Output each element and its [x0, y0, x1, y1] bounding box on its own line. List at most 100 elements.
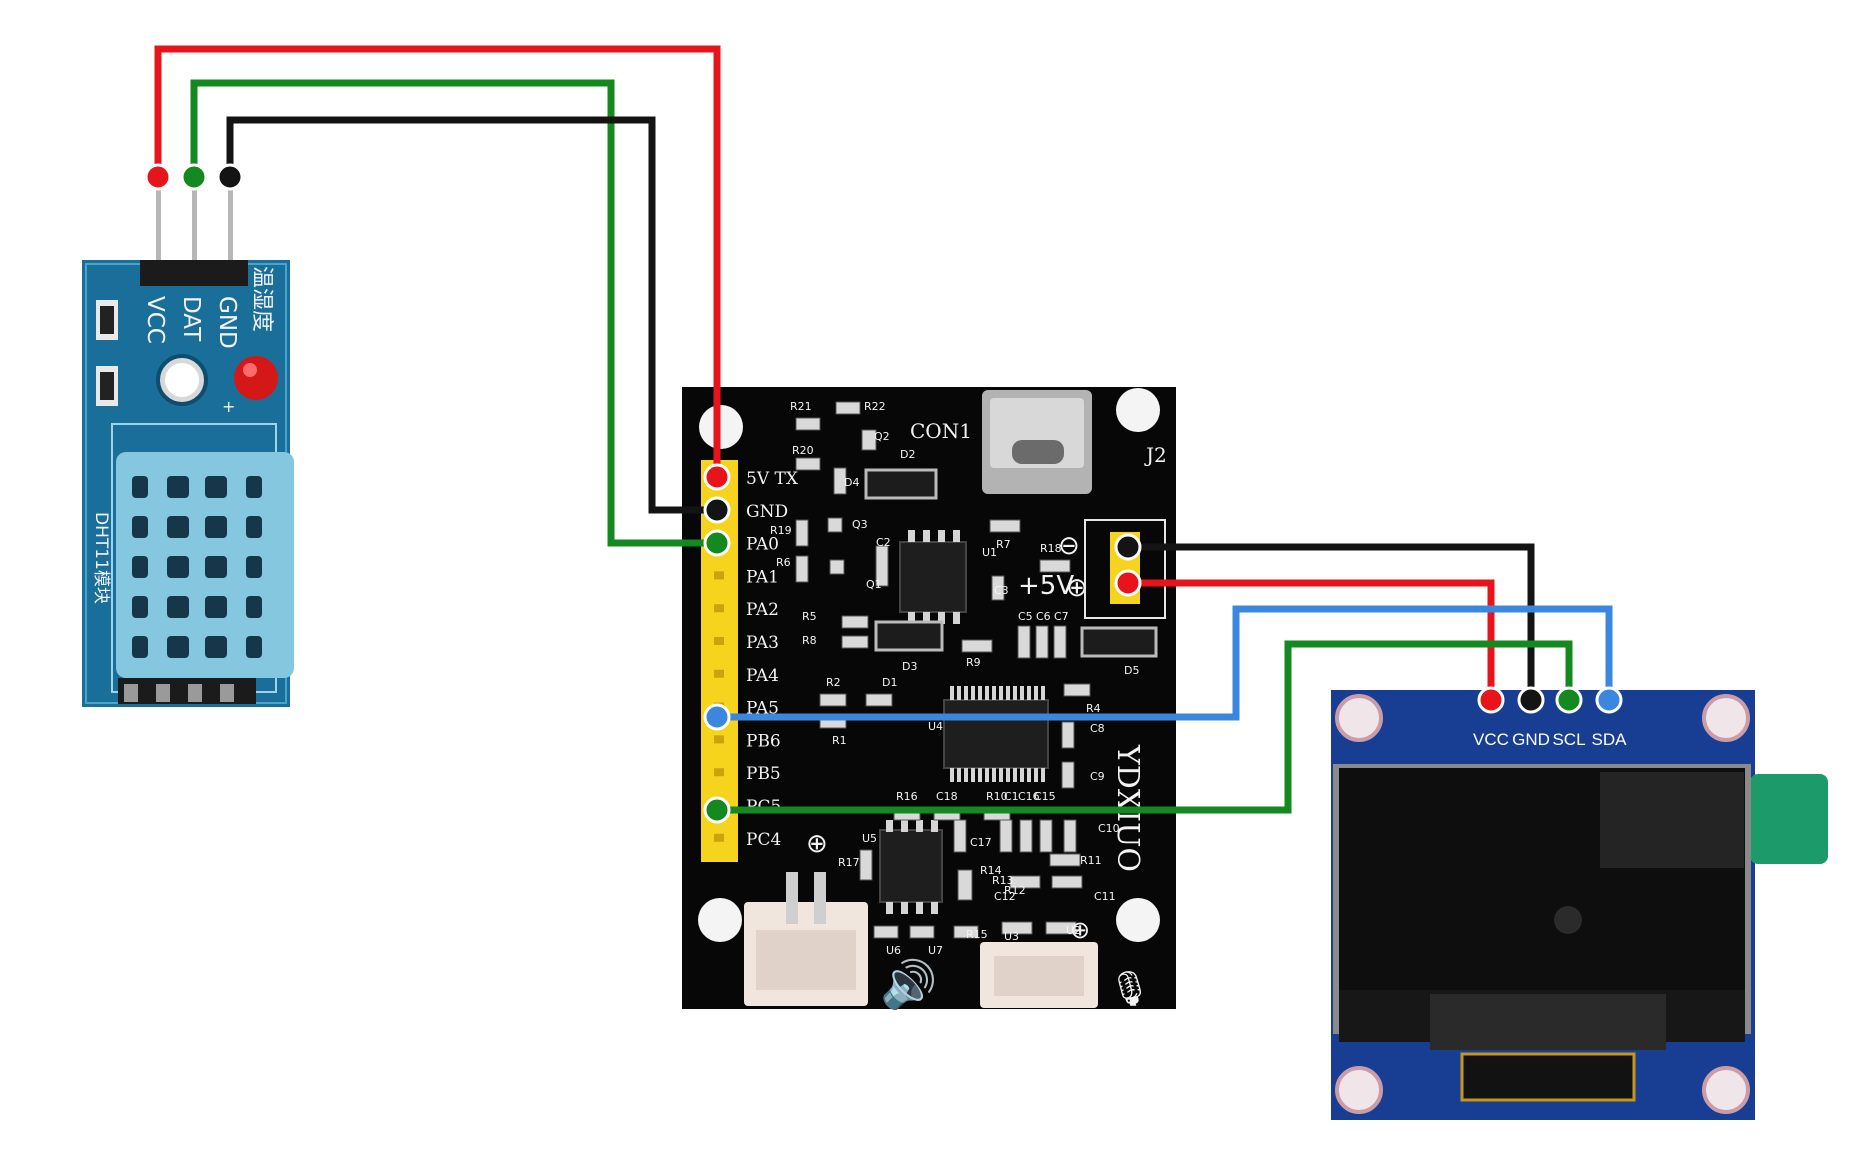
label-plus-circle: ⊕	[1066, 573, 1088, 603]
smd-component	[1009, 875, 1041, 889]
oled-mount-hole-bl	[1335, 1066, 1383, 1114]
dht11-label-vcc: VCC	[142, 296, 168, 344]
component-label: R5	[802, 610, 817, 623]
component-label: Q2	[874, 430, 890, 443]
wire-endpoint-dot	[703, 703, 731, 731]
oled-pin-label: GND	[1512, 730, 1550, 749]
board-pin-label: PA0	[746, 535, 779, 555]
dht11-grille-slot	[246, 596, 262, 618]
component-label: C11	[1094, 890, 1116, 903]
oled-flex-cable	[1750, 774, 1828, 864]
chip-u4-leg	[957, 686, 961, 700]
diode-d5	[1080, 626, 1158, 658]
wire-endpoint-dot	[216, 163, 244, 191]
dht11-grille-slot	[132, 476, 148, 498]
dht11-leg-4	[220, 684, 234, 702]
smd-component	[827, 517, 843, 533]
smd-component	[875, 545, 889, 587]
smd-component	[953, 819, 967, 853]
chip-u5-leg	[901, 820, 908, 832]
chip-u1-leg	[908, 612, 915, 624]
wire-endpoints	[144, 163, 1623, 824]
label-plus-circle-2: ⊕	[806, 829, 828, 859]
board-pin-label: PA2	[746, 600, 779, 620]
component-label: R4	[1086, 702, 1101, 715]
wire-dat-dht	[190, 79, 717, 547]
chip-u4-leg	[964, 686, 968, 700]
component-label: U4	[928, 720, 943, 733]
board-pin-label: PB6	[746, 731, 781, 751]
chip-u4	[943, 699, 1049, 769]
dht11-grille-slot	[132, 596, 148, 618]
component-label: C17	[970, 836, 992, 849]
wire-gnd-dht	[226, 116, 717, 514]
component-label: R18	[1040, 542, 1062, 555]
board-pin-label: PA3	[746, 633, 779, 653]
dht11-grille-slot	[205, 596, 227, 618]
dht11-grille-slot	[205, 556, 227, 578]
chip-u4-leg	[978, 686, 982, 700]
board-pin-label: 5V TX	[746, 469, 799, 489]
dht11-led-highlight	[243, 363, 257, 377]
wire-endpoint-dot	[703, 463, 731, 491]
smd-component	[957, 869, 973, 901]
dht11-led	[234, 356, 278, 400]
header-pin-pad	[714, 833, 724, 842]
dht11-module: VCC DAT GND 温湿度 + DHT11模块	[82, 166, 294, 707]
component-label: U7	[928, 944, 943, 957]
diode-d3	[874, 620, 944, 652]
smd-component	[1061, 721, 1075, 749]
dht11-grille-slot	[246, 476, 262, 498]
chip-u4-leg	[1013, 768, 1017, 782]
speaker-icon: 🔊	[880, 956, 937, 1012]
chip-u4-leg	[999, 686, 1003, 700]
oled-screen-dot	[1554, 906, 1582, 934]
component-label: C6	[1036, 610, 1051, 623]
board-mount-hole-bottom-left	[698, 898, 742, 942]
chip-u1-leg	[953, 530, 960, 542]
chip-u4-leg	[992, 768, 996, 782]
wire-endpoint-dot	[1517, 686, 1545, 714]
speaker-connector-pin-2	[814, 872, 826, 924]
component-label: R11	[1080, 854, 1102, 867]
smd-component	[1049, 853, 1081, 867]
smd-component	[989, 519, 1021, 533]
chip-legs	[886, 530, 1045, 914]
smd-component	[1019, 819, 1033, 853]
smd-component	[873, 925, 899, 939]
wire-endpoint-dot	[1555, 686, 1583, 714]
wire-sda-oled	[717, 605, 1613, 721]
chip-u1-leg	[923, 530, 930, 542]
chip-u4-leg	[985, 768, 989, 782]
component-label: R1	[832, 734, 847, 747]
component-label: C15	[1034, 790, 1056, 803]
wire-endpoint-dot	[703, 529, 731, 557]
dht11-sensor-grille	[132, 476, 262, 658]
component-label: Q1	[866, 578, 882, 591]
chip-u4-leg	[971, 686, 975, 700]
main-board: CON1 J2 5V TXGNDPA0PA1PA2PA3PA4PA5PB6PB5…	[682, 387, 1176, 1012]
smd-component	[1051, 875, 1083, 889]
label-con1: CON1	[910, 419, 972, 443]
component-label: R7	[996, 538, 1011, 551]
chip-u1	[899, 541, 967, 613]
smd-component	[833, 467, 847, 495]
chip-u4-leg	[985, 686, 989, 700]
board-pin-label: PB5	[746, 764, 781, 784]
smd-component	[841, 635, 869, 649]
dht11-grille-slot	[167, 556, 189, 578]
chip-u4-leg	[950, 768, 954, 782]
board-mount-hole-bottom-right	[1116, 898, 1160, 942]
dht11-label-dat: DAT	[178, 296, 204, 342]
component-label: R6	[776, 556, 791, 569]
wire-endpoint-dot	[144, 163, 172, 191]
board-pin-label: PC4	[746, 830, 781, 850]
dht11-pin-dat	[192, 166, 197, 266]
label-plus-circle-3: ⊕	[1070, 916, 1090, 944]
header-pin-pad	[714, 768, 724, 777]
dht11-leg-2	[156, 684, 170, 702]
wire-vcc-oled	[1128, 579, 1495, 700]
